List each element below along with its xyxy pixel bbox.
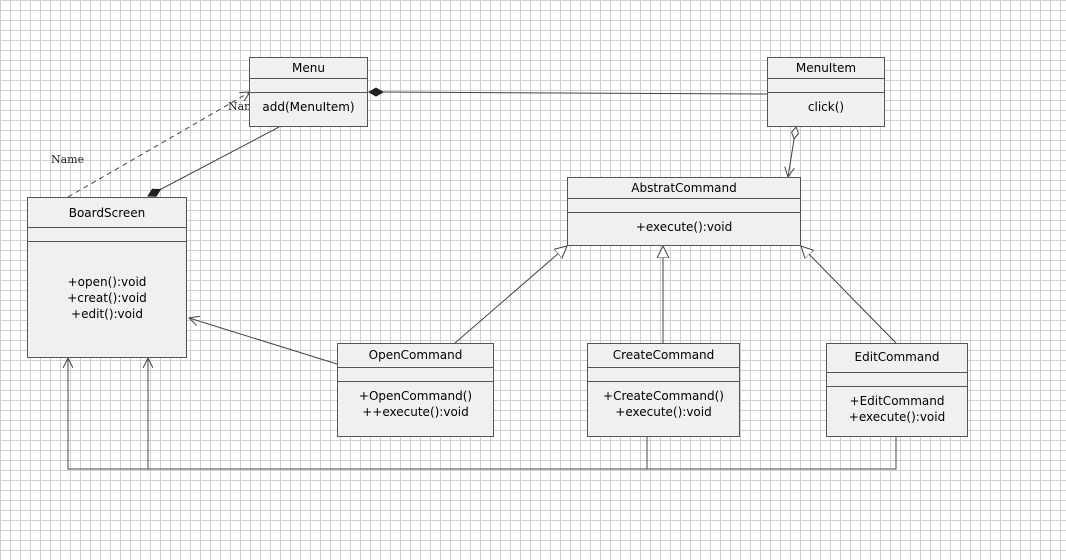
edit-board-association (148, 358, 897, 470)
class-operations: click() (768, 93, 884, 115)
operation: +open():void (67, 275, 147, 289)
class-attributes (827, 373, 967, 387)
class-operations: +open():void +creat():void +edit():void (28, 242, 186, 322)
open-generalization (454, 246, 567, 344)
class-boardscreen[interactable]: BoardScreen +open():void +creat():void +… (27, 197, 187, 358)
menuitem-command-association (788, 127, 796, 177)
class-name: BoardScreen (28, 198, 186, 228)
edit-generalization (801, 246, 897, 344)
operation: ++execute():void (362, 405, 469, 419)
operation: +creat():void (67, 291, 147, 305)
class-name: EditCommand (827, 344, 967, 373)
class-name: MenuItem (768, 58, 884, 79)
operation: add(MenuItem) (262, 100, 355, 114)
class-name: AbstratCommand (568, 178, 800, 199)
class-operations: +execute():void (568, 213, 800, 235)
class-abstratcommand[interactable]: AbstratCommand +execute():void (567, 177, 801, 246)
class-attributes (250, 79, 367, 93)
operation: +edit():void (71, 307, 143, 321)
class-createcommand[interactable]: CreateCommand +CreateCommand() +execute(… (587, 343, 740, 437)
dependency-label: Name (51, 153, 85, 166)
class-name: OpenCommand (338, 344, 493, 368)
operation: +EditCommand (849, 394, 945, 408)
board-menu-dependency (67, 92, 250, 198)
operation: +execute():void (635, 220, 733, 234)
class-operations: +CreateCommand() +execute():void (588, 382, 739, 420)
class-menu[interactable]: Menu add(MenuItem) (249, 57, 368, 127)
class-attributes (338, 368, 493, 382)
menu-menuitem-association (367, 87, 768, 97)
class-editcommand[interactable]: EditCommand +EditCommand +execute():void (826, 343, 968, 437)
class-operations: add(MenuItem) (250, 93, 367, 115)
class-operations: +EditCommand +execute():void (827, 387, 967, 425)
class-attributes (588, 368, 739, 382)
board-menu-association (147, 126, 280, 197)
open-board-association (189, 318, 338, 365)
class-attributes (768, 79, 884, 93)
class-opencommand[interactable]: OpenCommand +OpenCommand() ++execute():v… (337, 343, 494, 437)
class-operations: +OpenCommand() ++execute():void (338, 382, 493, 420)
class-menuitem[interactable]: MenuItem click() (767, 57, 885, 127)
operation: +OpenCommand() (358, 389, 473, 403)
operation: +execute():void (615, 405, 712, 419)
operation: click() (807, 100, 845, 114)
class-name: Menu (250, 58, 367, 79)
class-attributes (28, 228, 186, 242)
class-name: CreateCommand (588, 344, 739, 368)
class-attributes (568, 199, 800, 213)
operation: +execute():void (848, 410, 946, 424)
operation: +CreateCommand() (603, 389, 724, 403)
